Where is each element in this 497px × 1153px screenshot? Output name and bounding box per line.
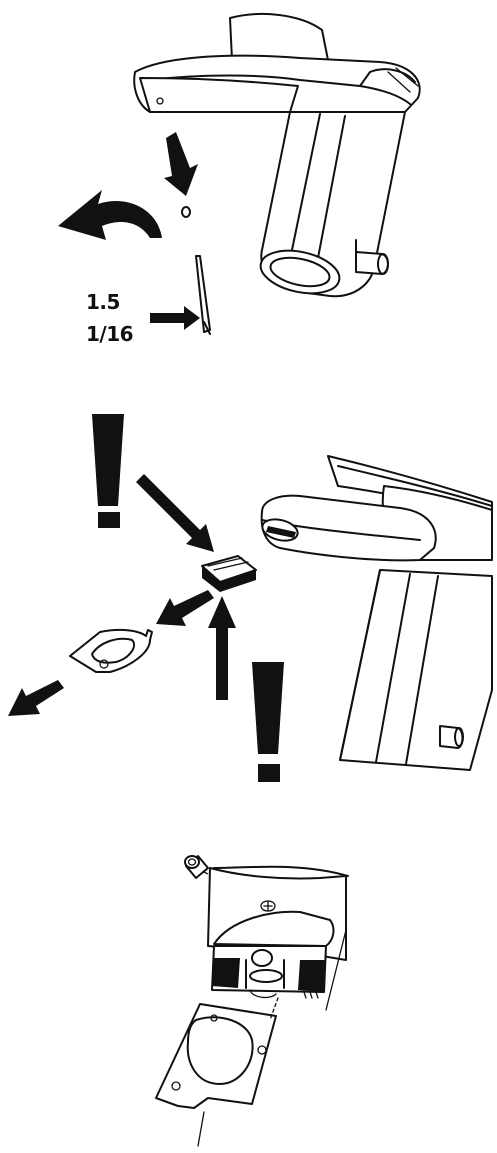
arrow-icon	[164, 132, 198, 196]
hex-key-size-imperial: 1/16	[86, 322, 134, 346]
step1-faucet	[133, 13, 421, 298]
warning-exclamation-icon	[92, 414, 124, 528]
step2-faucet	[260, 455, 493, 771]
arrow-icon	[136, 474, 214, 552]
cartridge	[201, 555, 257, 592]
hex-key-size-metric: 1.5	[86, 290, 120, 314]
warning-exclamation-icon	[252, 662, 284, 782]
arrow-icon	[8, 680, 64, 716]
arrow-icon	[156, 590, 214, 626]
grub-screw	[184, 855, 209, 879]
step3-detail	[155, 855, 349, 1147]
grub-screw	[181, 206, 191, 218]
curved-arrow-icon	[58, 190, 162, 240]
hex-key	[195, 255, 211, 335]
gasket-plate	[69, 628, 153, 673]
arrow-icon	[150, 306, 200, 330]
arrow-icon	[208, 596, 236, 700]
